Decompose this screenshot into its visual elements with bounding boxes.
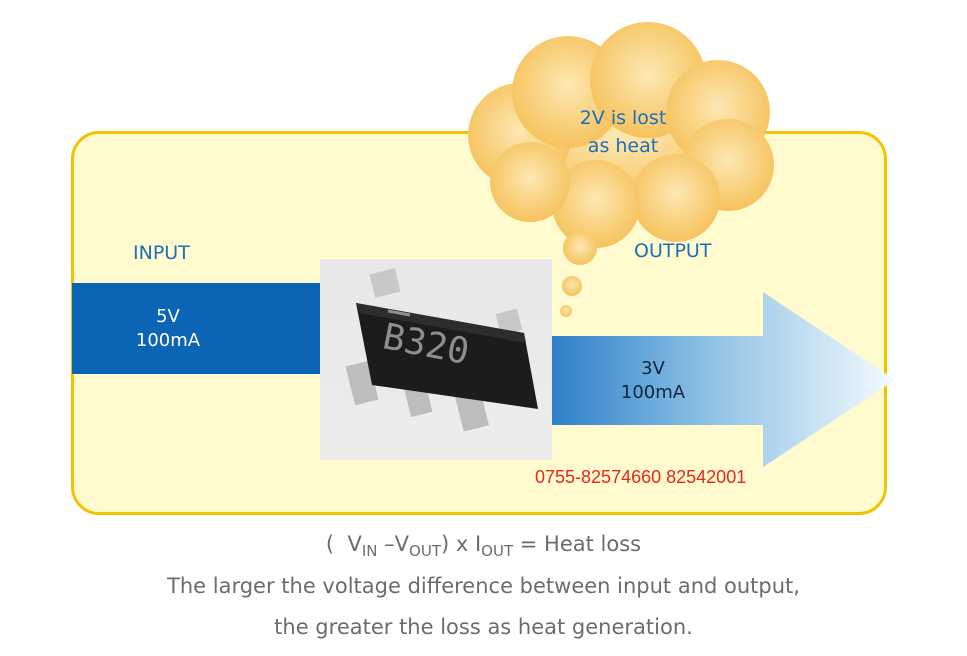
cloud-text: 2V is lost as heat xyxy=(548,104,698,160)
input-label: INPUT xyxy=(133,242,190,264)
formula-minus-v: –V xyxy=(384,532,410,556)
thought-bubble-small xyxy=(560,305,572,317)
thought-bubble-large xyxy=(563,231,597,265)
formula-times: ) x I xyxy=(440,532,482,556)
sot23-5-chip-image: B320 xyxy=(345,268,538,432)
output-voltage: 3V xyxy=(641,358,665,379)
formula-in-sub: IN xyxy=(361,542,378,561)
output-values: 3V 100mA xyxy=(603,357,703,405)
output-label: OUTPUT xyxy=(634,240,712,262)
caption-line1: The larger the voltage difference betwee… xyxy=(167,574,800,598)
thought-bubble-medium xyxy=(562,276,582,296)
output-current: 100mA xyxy=(620,382,686,403)
formula-result: = Heat loss xyxy=(513,532,642,556)
cloud-text-line2: as heat xyxy=(587,135,659,157)
formula-open: ( xyxy=(325,532,335,556)
chip-photo: B320 xyxy=(320,259,552,460)
input-current: 100mA xyxy=(135,330,201,351)
input-values: 5V 100mA xyxy=(118,305,218,353)
formula-out-sub: OUT xyxy=(409,542,441,561)
formula-v: V xyxy=(347,532,362,556)
input-bar xyxy=(72,283,322,374)
phone-number: 0755-82574660 82542001 xyxy=(535,467,747,487)
formula-i-out-sub: OUT xyxy=(481,542,514,561)
input-voltage: 5V xyxy=(156,306,180,327)
caption-line2: the greater the loss as heat generation. xyxy=(274,615,693,639)
cloud-text-line1: 2V is lost xyxy=(579,107,667,129)
heat-loss-formula: ( VIN –VOUT) x IOUT = Heat loss xyxy=(0,532,967,560)
